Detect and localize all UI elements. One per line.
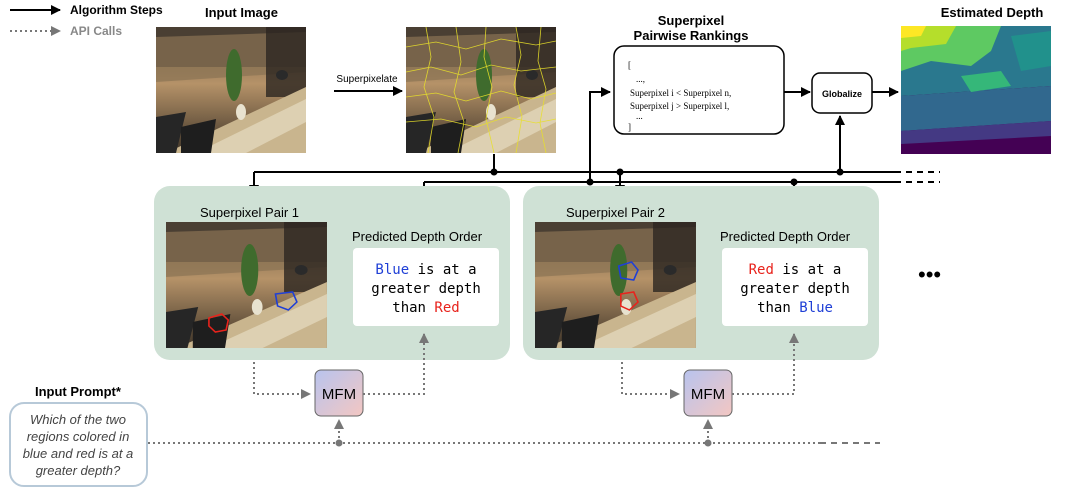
prompt-line3: blue and red is at a: [23, 446, 134, 461]
mfm2-label: MFM: [691, 386, 725, 403]
pair2-answer-line2: greater depth: [740, 281, 850, 297]
pair1-blue-region: [274, 291, 298, 311]
prompt-line2: regions colored in: [27, 429, 130, 444]
superpixelate-label: Superpixelate: [336, 74, 398, 85]
pair2-panel: Superpixel Pair 2 Predicted Depth Order …: [523, 186, 879, 360]
pair1-answer-line2: greater depth: [371, 281, 481, 297]
mfm1: MFM: [253, 333, 429, 447]
mfm1-label: MFM: [322, 386, 356, 403]
prompt-line4: greater depth?: [36, 463, 121, 478]
rankings-open: [: [628, 60, 631, 70]
pair1-panel: Superpixel Pair 1 Predicted Depth Order …: [154, 186, 510, 360]
pair2-answer-box: [722, 248, 868, 326]
rankings-title-line2: Pairwise Rankings: [634, 28, 749, 43]
estimated-depth-map: [901, 26, 1051, 154]
pair1-answer-line3: than Red: [392, 300, 459, 316]
rankings-line1: ...,: [636, 74, 645, 84]
pair2-title: Superpixel Pair 2: [566, 205, 665, 220]
pair1-title: Superpixel Pair 1: [200, 205, 299, 220]
pair2-image: [535, 222, 696, 348]
pair1-red-region: [208, 313, 230, 333]
legend-api-calls: API Calls: [70, 24, 122, 38]
input-prompt-title: Input Prompt*: [35, 384, 122, 399]
input-image: [156, 27, 306, 153]
input-prompt-box: [9, 402, 148, 487]
mfm2: MFM: [621, 333, 799, 447]
estimated-depth-title: Estimated Depth: [941, 5, 1044, 20]
pair1-image: [166, 222, 327, 348]
globalize-label: Globalize: [822, 89, 862, 99]
more-pairs-ellipsis: •••: [918, 262, 941, 287]
rankings-line4: ...: [636, 111, 643, 121]
junction-dot: [490, 168, 498, 176]
pair1-answer-line1: Blue is at a: [375, 262, 476, 278]
input-image-title: Input Image: [205, 5, 278, 20]
pair2-blue-region: [617, 261, 639, 281]
pair2-answer-line1: Red is at a: [749, 262, 842, 278]
bus-to-rankings: [589, 87, 611, 182]
rankings-box: [ ..., Superpixel i < Superpixel n, Supe…: [613, 45, 785, 135]
legend-algorithm-steps: Algorithm Steps: [70, 3, 163, 17]
legend: Algorithm Steps API Calls: [10, 3, 163, 38]
prompt-line1: Which of the two: [30, 412, 126, 427]
pair1-order-title: Predicted Depth Order: [352, 229, 483, 244]
superpixelated-image: [405, 26, 557, 154]
rankings-line2: Superpixel i < Superpixel n,: [630, 88, 731, 98]
rankings-line3: Superpixel j > Superpixel l,: [630, 101, 729, 111]
rankings-title-line1: Superpixel: [658, 13, 724, 28]
pair2-answer-line3: than Blue: [757, 300, 833, 316]
pair2-red-region: [620, 291, 639, 311]
pair2-order-title: Predicted Depth Order: [720, 229, 851, 244]
rankings-close: ]: [628, 122, 631, 132]
pair1-answer-box: [353, 248, 499, 326]
